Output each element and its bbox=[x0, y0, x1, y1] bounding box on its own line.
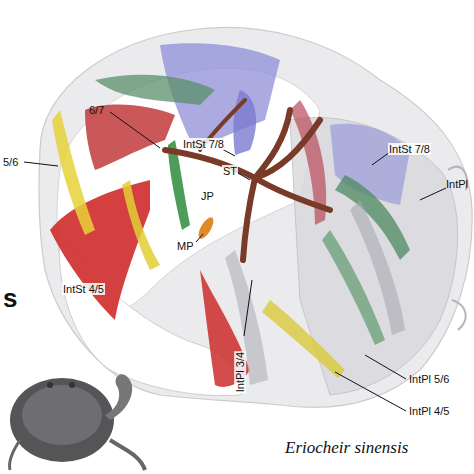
part-label: IntSt 4/5 bbox=[62, 283, 105, 295]
crab-photo bbox=[9, 374, 145, 470]
part-label: MP bbox=[176, 240, 195, 252]
part-label: IntPl 3/4 bbox=[234, 351, 246, 393]
part-label: 6/7 bbox=[88, 104, 105, 116]
part-label: IntPl 5/6 bbox=[408, 373, 450, 385]
part-label: 5/6 bbox=[2, 156, 19, 168]
species-caption: Eriocheir sinensis bbox=[285, 438, 408, 458]
part-label: JP bbox=[200, 190, 215, 202]
part-label: IntPl 4/5 bbox=[408, 405, 450, 417]
part-label: IntPl bbox=[445, 178, 469, 190]
part-label: ST bbox=[222, 165, 238, 177]
panel-letter: s bbox=[2, 284, 18, 313]
part-label: IntSt 7/8 bbox=[182, 138, 225, 150]
part-label: IntSt 7/8 bbox=[388, 143, 431, 155]
